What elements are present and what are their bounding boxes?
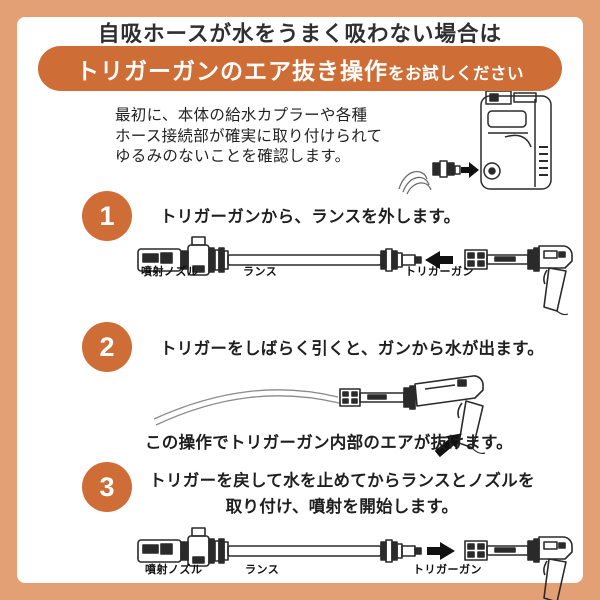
banner-suffix-text: をお試しください — [388, 64, 524, 83]
banner-text: トリガーガンのエア抜き操作をお試しください — [76, 52, 524, 86]
lance-detach-illustration — [137, 236, 573, 316]
attach-arrow-right-icon — [461, 162, 479, 178]
banner: トリガーガンのエア抜き操作をお試しください — [38, 46, 562, 91]
step-2-number-badge: 2 — [82, 322, 132, 372]
step-3-heading: トリガーを戻して水を止めてからランスとノズルを 取り付け、噴射を開始します。 — [127, 469, 557, 520]
step-2-caption: この操作でトリガーガン内部のエアが抜けます。 — [145, 434, 513, 452]
gun-spraying-illustration — [153, 375, 486, 458]
attach-arrow-right-icon — [427, 542, 455, 560]
lance-attach-illustration — [137, 527, 573, 600]
detach-arrow-left-icon — [425, 251, 453, 269]
intro-text: 最初に、本体の給水カプラーや各種 ホース接続部が確実に取り付けられて ゆるみのな… — [115, 106, 415, 168]
intro-line-2: ホース接続部が確実に取り付けられて — [115, 127, 383, 145]
step-1-label-lance: ランス — [243, 266, 278, 278]
step-3-label-nozzle: 噴射ノズル — [145, 564, 203, 576]
step-1-heading: トリガーガンから、ランスを外します。 — [160, 208, 461, 226]
intro-line-3: ゆるみのないことを確認します。 — [115, 148, 351, 166]
step-3-label-lance: ランス — [245, 564, 280, 576]
washer-unit-illustration — [398, 91, 552, 195]
step-1-number-badge: 1 — [82, 191, 132, 241]
step-3-heading-line-2: 取り付け、噴射を開始します。 — [225, 497, 459, 516]
step-3-number-badge: 3 — [82, 462, 132, 512]
poster-card: 自吸ホースが水をうまく吸わない場合は トリガーガンのエア抜き操作をお試しください… — [17, 17, 583, 600]
trigger-arrow-icon — [434, 433, 462, 458]
step-1-label-nozzle: 噴射ノズル — [141, 266, 199, 278]
step-1-label-gun: トリガーガン — [405, 266, 474, 278]
banner-main-text: トリガーガンのエア抜き操作 — [76, 57, 388, 84]
intro-line-1: 最初に、本体の給水カプラーや各種 — [115, 107, 368, 124]
step-3-heading-line-1: トリガーを戻して水を止めてからランスとノズルを — [149, 472, 535, 490]
page-title: 自吸ホースが水をうまく吸わない場合は — [98, 22, 502, 46]
step-3-label-gun: トリガーガン — [413, 564, 482, 576]
step-2-heading: トリガーをしばらく引くと、ガンから水が出ます。 — [160, 340, 545, 358]
